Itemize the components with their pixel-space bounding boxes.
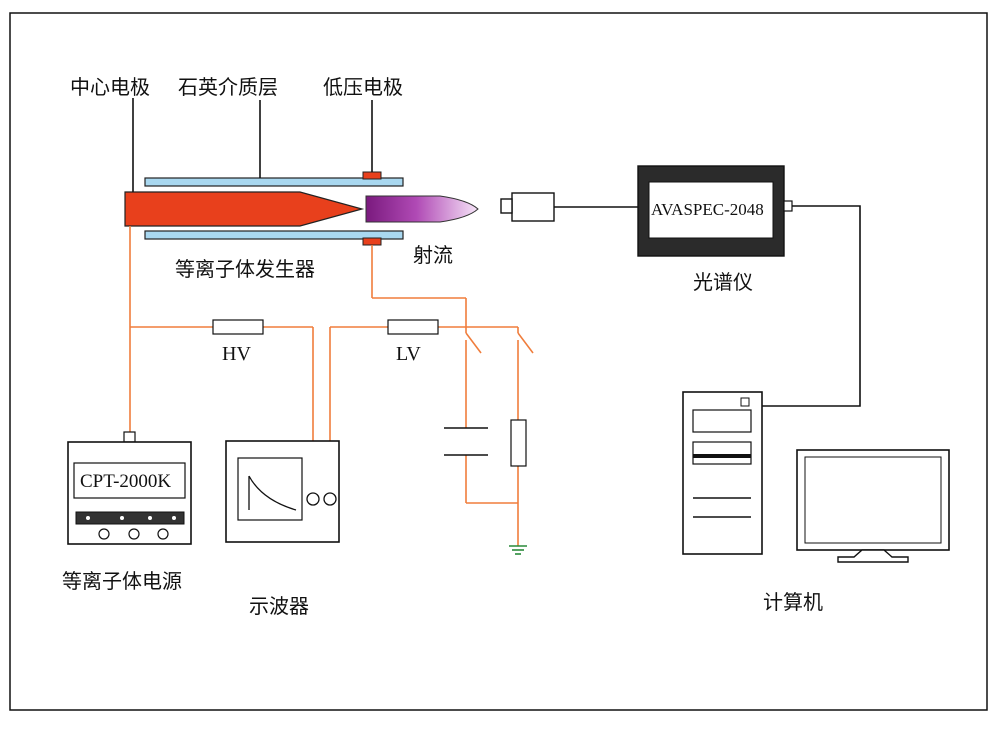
spectrometer (637, 165, 793, 257)
computer-monitor (796, 449, 950, 563)
label-power-supply: 等离子体电源 (62, 569, 182, 593)
knob-icon (98, 528, 110, 540)
fiber-probe (500, 192, 640, 222)
center-electrode (124, 191, 365, 227)
spectrometer-model: AVASPEC-2048 (651, 200, 764, 219)
label-computer: 计算机 (763, 590, 823, 614)
channel-1-connector (306, 492, 320, 506)
label-oscilloscope: 示波器 (249, 594, 309, 618)
spectrometer-panel (648, 181, 774, 239)
label-hv: HV (222, 343, 251, 365)
quartz-tube-bottom (144, 230, 404, 240)
resistor (510, 419, 527, 467)
label-plasma-generator: 等离子体发生器 (175, 257, 315, 281)
power-supply-display (73, 462, 186, 499)
computer-tower (682, 391, 763, 555)
plasma-power-supply (67, 431, 192, 545)
label-low-voltage-electrode: 低压电极 (323, 75, 403, 99)
label-jet: 射流 (413, 243, 453, 267)
low-voltage-electrode-bottom (362, 237, 382, 246)
label-center-electrode: 中心电极 (70, 75, 150, 99)
monitor-stand (837, 549, 909, 563)
drive-bay (692, 409, 752, 433)
switch-right-blade (517, 332, 534, 354)
power-supply-terminal (123, 431, 136, 443)
knob-icon (128, 528, 140, 540)
label-spectrometer: 光谱仪 (693, 270, 753, 294)
monitor-screen (804, 456, 942, 544)
knob-icon (157, 528, 169, 540)
hv-probe (212, 319, 264, 335)
fiber-probe-body (511, 192, 555, 222)
oscilloscope-screen (237, 457, 303, 521)
low-voltage-electrode-top (362, 171, 382, 180)
waveform-icon (248, 475, 297, 511)
quartz-tube-top (144, 177, 404, 187)
fiber-probe-head (500, 198, 513, 214)
lv-probe (387, 319, 439, 335)
ground-icon (509, 545, 527, 555)
power-supply-model: CPT-2000K (80, 471, 171, 492)
switch-left-blade (465, 332, 482, 354)
figure-border (9, 12, 988, 711)
plasma-jet (365, 195, 479, 223)
channel-2-connector (323, 492, 337, 506)
label-lv: LV (396, 343, 421, 365)
power-supply-panel (75, 511, 185, 525)
plasma-generator (124, 171, 479, 246)
spectrometer-port (783, 200, 793, 212)
drive-bay (692, 441, 752, 465)
oscilloscope (225, 440, 340, 543)
label-quartz-dielectric: 石英介质层 (178, 75, 278, 99)
usb-cable (762, 205, 861, 407)
